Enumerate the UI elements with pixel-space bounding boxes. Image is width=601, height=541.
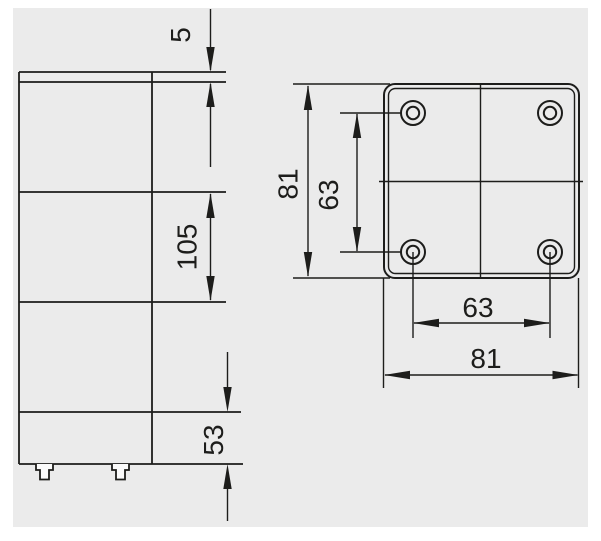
dim-label-63-vertical: 63: [313, 179, 344, 210]
mounting-hole-top-left: [400, 100, 426, 126]
dim-base-height: 53: [198, 352, 232, 521]
dim-hole-spacing-horizontal: 63: [413, 292, 550, 328]
side-view: 5 105 53: [18, 9, 243, 521]
top-view: 81 63 63 81: [273, 83, 583, 388]
mounting-hole-top-right-inner: [542, 105, 558, 121]
dim-hole-spacing-vertical: 63: [313, 113, 362, 252]
dim-label-63-horizontal: 63: [462, 292, 493, 323]
extension-lines: [293, 83, 580, 388]
dim-label-53: 53: [198, 424, 229, 455]
dim-label-81-horizontal: 81: [470, 343, 501, 374]
side-view-outline: [18, 71, 243, 465]
dim-overall-width: 81: [384, 343, 579, 380]
drawing-canvas: [13, 8, 588, 527]
dim-plate-thickness: 5: [165, 9, 215, 167]
foot-right: [111, 464, 130, 481]
dim-label-5: 5: [165, 27, 196, 43]
dim-label-105: 105: [172, 224, 203, 271]
dim-label-81-vertical: 81: [273, 168, 304, 199]
dim-overall-height: 81: [273, 85, 313, 277]
mounting-hole-top-right: [537, 100, 563, 126]
dim-module-height: 105: [172, 193, 215, 301]
mounting-hole-top-left-inner: [405, 105, 421, 121]
foot-left: [35, 464, 54, 481]
